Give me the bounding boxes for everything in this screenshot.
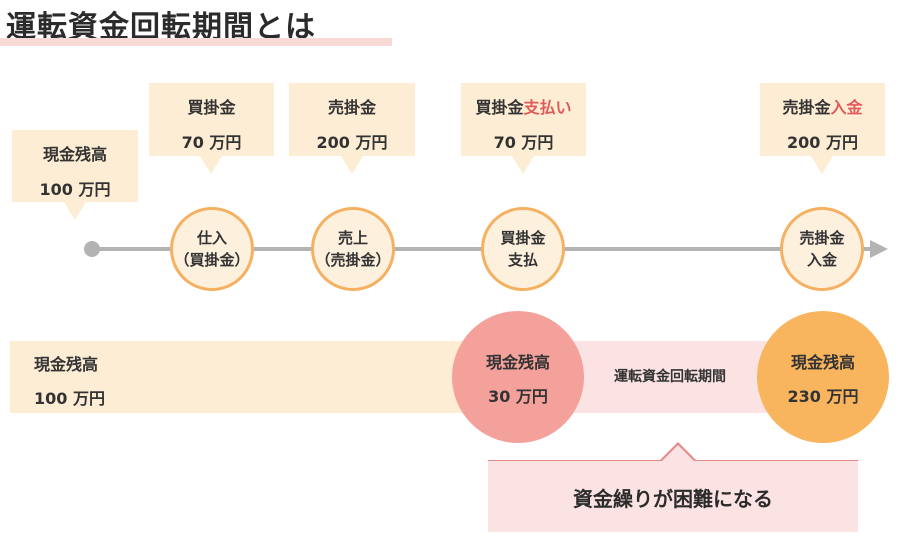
note-box [488,460,858,532]
node-purchase: 仕入 （買掛金） [170,207,254,291]
balance-label: 現金残高 [790,353,855,372]
balance-value: 30 万円 [488,387,548,406]
node-label: 買掛金 [500,229,546,247]
balance-label: 現金残高 [485,353,550,372]
callout-label: 売掛金 [782,98,831,117]
callout-label: 現金残高 [42,145,107,164]
callout-tail [341,156,363,174]
callout-payment: 買掛金支払い 70 万円 [461,83,586,174]
callout-value: 100 万円 [39,180,111,199]
balance-circle-after-collection: 現金残高 230 万円 [757,311,889,443]
note-text: 資金繰りが困難になる [573,487,773,511]
node-label: （買掛金） [174,251,250,269]
period-label: 運転資金回転期間 [614,369,726,385]
callout-collection: 売掛金入金 200 万円 [760,83,885,174]
node-label: 支払 [507,251,538,269]
callout-label: 売掛金 [327,98,376,117]
node-payment: 買掛金 支払 [481,207,565,291]
timeline-start-dot [84,241,100,257]
balance-band-start: 現金残高 100 万円 [10,341,470,413]
timeline-arrow-icon [870,240,888,258]
node-label: 入金 [806,251,837,269]
balance-value: 100 万円 [34,389,105,408]
balance-label: 現金残高 [34,355,99,374]
callout-label-highlight: 支払い [523,98,572,117]
node-label: 仕入 [196,229,227,247]
callout-label: 買掛金 [475,98,524,117]
callout-tail [200,156,222,174]
callout-label: 買掛金 [187,98,236,117]
balance-value: 230 万円 [787,387,859,406]
node-collection: 売掛金 入金 [780,207,864,291]
title-underline [0,38,392,46]
node-label: 売上 [337,229,368,247]
node-sale: 売上 （売掛金） [311,207,395,291]
callout-value: 200 万円 [787,133,858,152]
node-label: （売掛金） [315,251,391,269]
callout-tail [512,156,534,174]
balance-circle-after-payment: 現金残高 30 万円 [452,311,584,443]
callout-purchase: 買掛金 70 万円 [149,83,274,174]
callout-initial-cash: 現金残高 100 万円 [12,130,138,220]
callout-label-highlight: 入金 [830,98,863,117]
callout-sale: 売掛金 200 万円 [289,83,415,174]
note-pointer-fill [662,444,694,461]
callout-value: 200 万円 [316,133,388,152]
callout-value: 70 万円 [181,133,242,152]
callout-value: 70 万円 [493,133,554,152]
node-label: 売掛金 [799,229,845,247]
period-band [560,341,780,413]
callout-tail [64,202,86,220]
callout-tail [811,156,833,174]
